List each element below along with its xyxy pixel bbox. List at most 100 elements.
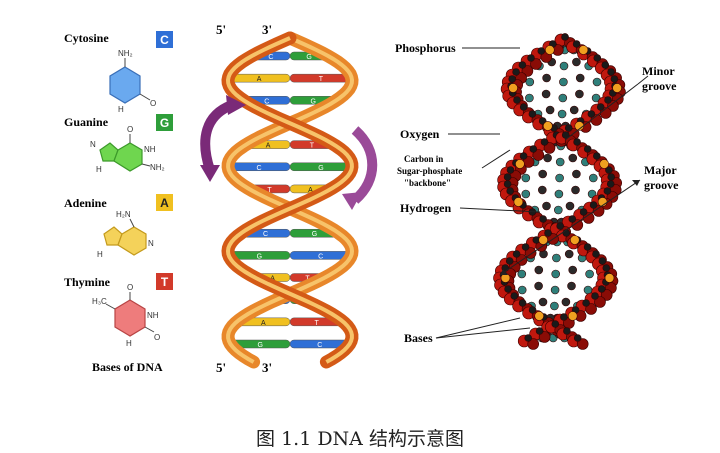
svg-text:NH₂: NH₂ <box>118 49 133 58</box>
carbon-atom <box>540 138 549 146</box>
base-pair-letter: C <box>263 231 268 238</box>
phosphorus-atom <box>599 159 610 169</box>
base-atom <box>538 297 548 307</box>
svg-text:NH: NH <box>144 145 156 154</box>
carbon-atom <box>551 320 560 328</box>
carbon-atom <box>563 327 571 335</box>
carbon-atom <box>544 229 552 237</box>
oxygen-atom <box>585 303 597 315</box>
dna-figure: Cytosine C NH₂ O H Guanine G O NH NH₂ N … <box>64 22 679 375</box>
base-atom <box>555 157 565 167</box>
base-atom <box>517 285 527 295</box>
oxygen-atom <box>592 205 605 217</box>
oxygen-atom <box>530 58 542 70</box>
oxygen-atom <box>594 296 606 308</box>
strand-highlight <box>226 36 355 364</box>
carbon-atom <box>529 145 538 153</box>
carbon-atom <box>596 103 605 111</box>
guanine-label: Guanine <box>64 115 109 129</box>
carbon-atom <box>573 334 582 342</box>
carbon-atom <box>592 152 601 160</box>
base-atom <box>517 269 527 279</box>
carbon-atom <box>505 257 514 265</box>
base-atom <box>557 109 567 119</box>
carbon-atom <box>587 110 596 118</box>
oxygen-atom <box>600 289 613 301</box>
base-atom <box>561 297 571 307</box>
base-atom <box>572 57 581 67</box>
carbon-atom <box>503 173 512 181</box>
base-atom <box>521 173 531 183</box>
svg-text:H: H <box>126 339 132 348</box>
carbon-atom <box>602 264 611 272</box>
carbon-atom <box>561 131 570 139</box>
base-atom <box>521 189 531 199</box>
base-atom <box>538 169 548 179</box>
base-atom <box>568 265 578 275</box>
strand-end-top-left: 5' <box>216 22 226 37</box>
phosphorus-atom <box>538 235 549 245</box>
carbon-atom <box>607 68 615 76</box>
base-atom <box>542 73 551 83</box>
carbon-atom <box>568 215 577 223</box>
base-atom <box>550 301 559 311</box>
carbon-atom <box>510 292 519 300</box>
base-atom <box>559 77 568 87</box>
base-atom <box>543 153 552 163</box>
svg-text:H: H <box>118 105 124 114</box>
svg-text:H₃C: H₃C <box>92 297 107 306</box>
adenine-molecule: H₂N N H <box>97 210 154 259</box>
figure-caption: 图 1.1 DNA 结构示意图 <box>256 428 464 450</box>
phosphorus-atom <box>612 83 622 93</box>
carbon-atom <box>539 215 547 223</box>
base-atom <box>550 285 560 295</box>
carbon-atom <box>504 285 512 293</box>
base-pair-letter: T <box>267 187 272 194</box>
carbon-atom <box>583 243 592 251</box>
phosphorus-label: Phosphorus <box>395 41 456 55</box>
base-atom <box>568 153 578 163</box>
oxygen-atom <box>543 142 556 154</box>
carbon-atom <box>573 138 581 146</box>
carbon-atom <box>528 110 537 118</box>
carbon-atom <box>610 75 619 83</box>
carbon-atom <box>519 152 528 160</box>
base-atom <box>545 105 555 115</box>
adenine-letter: A <box>160 196 169 210</box>
carbon-atom <box>589 201 598 209</box>
carbon-atom <box>583 145 592 153</box>
base-atom <box>534 281 543 291</box>
adenine-badge <box>156 194 173 211</box>
carbon-label-2: Sugar-phosphate <box>397 166 462 176</box>
base-pair-letter: G <box>257 253 262 260</box>
svg-text:O: O <box>150 99 156 108</box>
carbon-label-1: Carbon in <box>404 154 443 164</box>
base-pair-letter: C <box>318 253 323 260</box>
carbon-atom <box>537 47 546 55</box>
svg-text:O: O <box>127 125 133 134</box>
base-atom <box>565 201 575 211</box>
carbon-atom <box>512 250 521 258</box>
carbon-atom <box>528 306 537 314</box>
base-atom <box>592 77 602 87</box>
cytosine-molecule: NH₂ O H <box>109 49 156 114</box>
base-pair-letter: C <box>317 342 322 349</box>
carbon-atom <box>521 243 530 251</box>
base-pair-letter: A <box>261 320 266 327</box>
base-pair-letter: A <box>257 76 262 83</box>
base-atom <box>554 189 564 199</box>
bases-panel: Cytosine C NH₂ O H Guanine G O NH NH₂ N … <box>64 31 173 374</box>
phosphorus-atom <box>544 45 555 55</box>
base-atom <box>537 185 547 195</box>
carbon-atom <box>593 54 602 62</box>
carbon-atom <box>601 61 610 69</box>
phosphorus-atom <box>508 83 518 93</box>
oxygen-atom <box>527 338 540 350</box>
thymine-molecule: O H₃C NH O H <box>92 283 160 348</box>
svg-text:H: H <box>96 165 102 174</box>
carbon-atom <box>524 334 533 342</box>
carbon-atom <box>503 180 512 188</box>
carbon-atom <box>606 180 615 188</box>
base-atom <box>555 173 564 183</box>
phosphorus-atom <box>534 311 545 321</box>
